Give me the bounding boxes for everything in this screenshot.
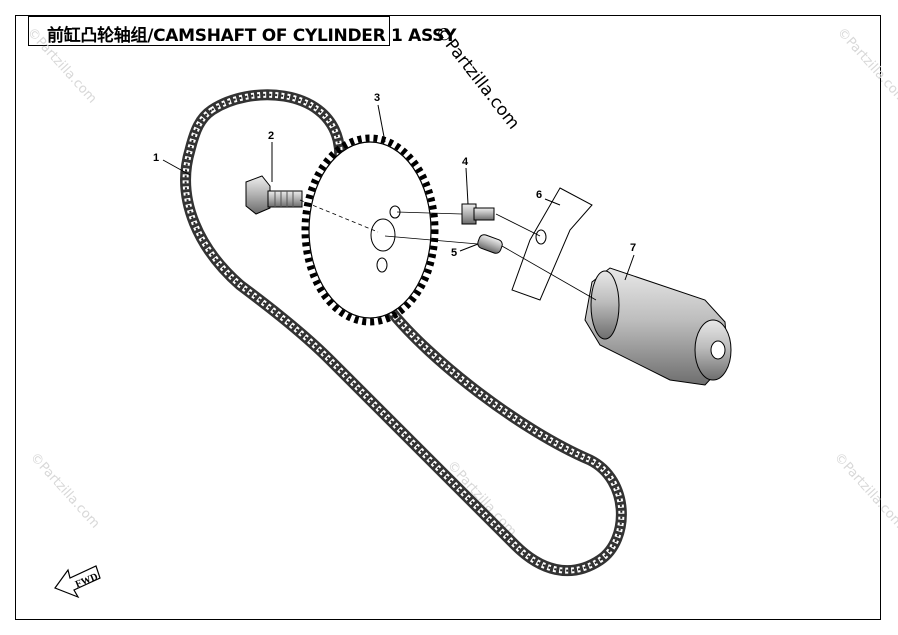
camshaft [584, 267, 732, 386]
callout-6-label: 6 [536, 189, 542, 201]
drawing-frame [15, 15, 881, 620]
sprocket-bolt [245, 175, 303, 215]
dowel-pin [477, 234, 503, 254]
callout-6: 6 [536, 189, 561, 206]
callout-1: 1 [153, 152, 191, 176]
cam-sprocket [301, 134, 439, 326]
callout-7: 7 [624, 242, 636, 281]
callout-4: 4 [462, 156, 469, 205]
callout-2-label: 2 [268, 130, 274, 142]
callout-5-label: 5 [451, 247, 457, 259]
callout-7-label: 7 [630, 242, 636, 254]
callout-3-label: 3 [374, 92, 380, 104]
small-bolt [461, 203, 495, 225]
callout-2: 2 [268, 130, 274, 182]
callout-4-label: 4 [462, 156, 469, 168]
cam-plate [511, 187, 593, 301]
callout-5: 5 [451, 243, 479, 259]
title-box: 前缸凸轮轴组/CAMSHAFT OF CYLINDER 1 ASSY [28, 16, 456, 46]
callout-1-label: 1 [153, 152, 159, 164]
callout-3: 3 [374, 92, 386, 143]
fwd-arrow: FWD [54, 565, 101, 599]
diagram-title: 前缸凸轮轴组/CAMSHAFT OF CYLINDER 1 ASSY [47, 26, 457, 46]
alignment-lines [299, 199, 597, 301]
